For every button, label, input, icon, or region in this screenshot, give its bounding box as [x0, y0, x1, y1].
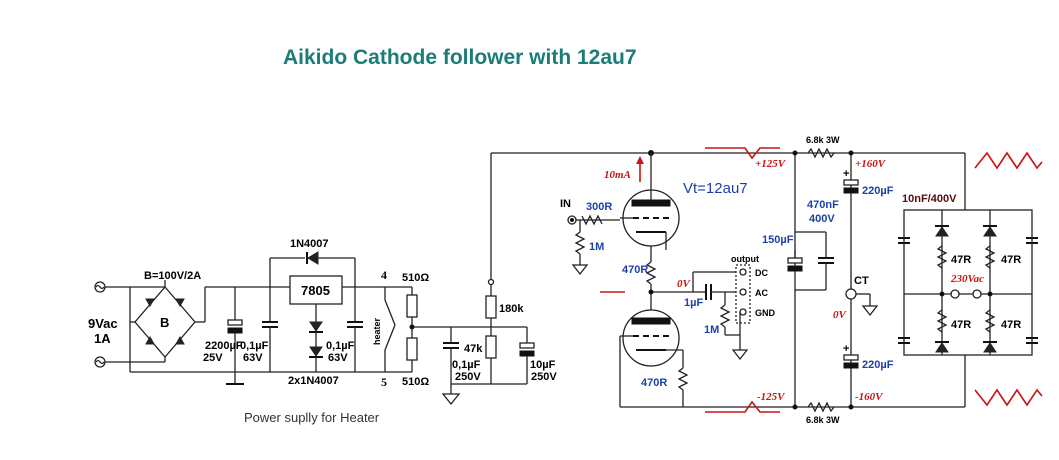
- cathode-resistor-bottom-label: 470R: [641, 377, 667, 389]
- heater-caption: Power suplly for Heater: [244, 410, 380, 425]
- cathode-follower-section: 10mA Vt=12au7 IN 300R 1M 470R: [491, 150, 965, 408]
- pos-raw-label: +160V: [855, 158, 887, 170]
- diode-1n4007: [269, 251, 356, 287]
- res-top-label: 6.8k 3W: [806, 135, 840, 145]
- bridge-res-3-label: 47R: [951, 319, 971, 331]
- res-div-high-label: 180k: [499, 303, 524, 315]
- cap-bottom-label: 220µF: [862, 359, 894, 371]
- node-top-label: 4: [381, 268, 387, 282]
- input-voltage-label: 9Vac: [88, 316, 118, 331]
- cap-film-value: 470nF: [807, 199, 839, 211]
- cap-2200uf: [226, 287, 244, 385]
- diode-top-label: 1N4007: [290, 238, 329, 250]
- cap-bottom-plus: +: [843, 343, 849, 355]
- coupling-cap-label: 1µF: [684, 297, 703, 309]
- cap-film-voltage: 400V: [809, 213, 835, 225]
- res-bottom-label: 510Ω: [402, 376, 429, 388]
- ac-input-terminals: [94, 281, 165, 368]
- upper-triode: [620, 153, 680, 262]
- cap-out-voltage: 63V: [328, 352, 348, 364]
- output-title: output: [731, 254, 759, 264]
- input-label: IN: [560, 198, 571, 210]
- cap-div-voltage: 250V: [455, 371, 481, 383]
- neg-raw-label: -160V: [855, 391, 884, 403]
- cap-bypass-label: 150µF: [762, 234, 794, 246]
- res-bottom-label: 6.8k 3W: [806, 415, 840, 425]
- regulator-7805: [289, 275, 343, 372]
- regulator-label: 7805: [301, 283, 330, 298]
- cap-div-value: 0,1µF: [452, 359, 481, 371]
- bridge-res-2-label: 47R: [1001, 254, 1021, 266]
- bridge-res-4-label: 47R: [1001, 319, 1021, 331]
- bias-divider: [441, 153, 535, 406]
- center-tap-label: CT: [854, 275, 869, 287]
- bridge-rating-label: B=100V/2A: [144, 270, 201, 282]
- cap-bias-voltage: 250V: [531, 371, 557, 383]
- zero-volt-label: 0V: [677, 278, 692, 290]
- tube-label: Vt=12au7: [683, 180, 748, 197]
- output-resistor-label: 1M: [704, 324, 719, 336]
- heater-label: heater: [372, 317, 382, 345]
- cap-main-voltage: 25V: [203, 352, 223, 364]
- bridge-label: B: [160, 315, 169, 330]
- diagram-title: Aikido Cathode follower with 12au7: [283, 46, 637, 69]
- cap-out-value: 0,1µF: [326, 340, 355, 352]
- heater-connection: [375, 286, 412, 373]
- bridge-rectifier: [129, 280, 196, 362]
- cap-in: [262, 287, 278, 372]
- node-bottom-label: 5: [381, 375, 387, 389]
- cap-top-label: 220µF: [862, 185, 894, 197]
- lower-triode: [619, 309, 684, 368]
- bridge-res-1-label: 47R: [951, 254, 971, 266]
- diodes-bottom-label: 2x1N4007: [288, 375, 339, 387]
- output-connector: [735, 264, 751, 335]
- cap-in-value: 0,1µF: [240, 340, 269, 352]
- center-volt-label: 0V: [833, 309, 848, 321]
- mains-label: 230Vac: [950, 273, 984, 285]
- output-ac-label: AC: [755, 288, 768, 298]
- neg-rail-label: -125V: [757, 391, 786, 403]
- cap-top-plus: +: [843, 168, 849, 180]
- input-current-label: 1A: [94, 331, 111, 346]
- current-label: 10mA: [604, 169, 631, 181]
- res-div-low-label: 47k: [464, 343, 483, 355]
- output-gnd-label: GND: [755, 308, 776, 318]
- grid-resistor-label: 300R: [586, 201, 612, 213]
- output-dc-label: DC: [755, 268, 768, 278]
- cap-in-voltage: 63V: [243, 352, 263, 364]
- cathode-resistor-top-label: 470R: [622, 264, 648, 276]
- res-top-label: 510Ω: [402, 272, 429, 284]
- heater-supply-section: 9Vac 1A B B=100V/2A: [88, 153, 557, 425]
- cap-main-value: 2200µF: [205, 340, 243, 352]
- resistor-divider: [406, 287, 527, 372]
- input-resistor-label: 1M: [589, 241, 604, 253]
- cap-out: [347, 287, 363, 372]
- bridge-caps-label: 10nF/400V: [902, 193, 957, 205]
- cap-bias-value: 10µF: [530, 359, 556, 371]
- hv-power-supply-section: +125V -125V 6.8k 3W 6.8k 3W +160V -160V …: [705, 135, 1043, 425]
- pos-rail-label: +125V: [755, 158, 787, 170]
